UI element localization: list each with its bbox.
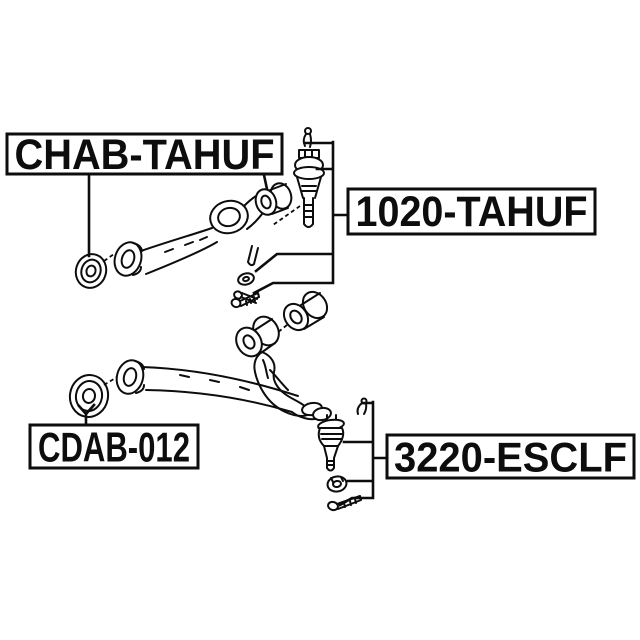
upper-washer-hole [242, 275, 250, 283]
upper-bushing-axis-dash [103, 253, 115, 262]
upper-front-bushing-bore [85, 264, 97, 278]
upper-arm-tube [140, 227, 218, 275]
knuckle-bushing-sides [300, 292, 325, 330]
bracket-3220-esclf [338, 400, 389, 507]
lower-bushing-axis-dash [103, 376, 118, 386]
upper-ball-joint-drawing [272, 127, 325, 228]
lower-castle-nut-notches [330, 476, 344, 483]
upper-washer [237, 272, 255, 286]
upper-socket-stud [247, 245, 259, 267]
upper-front-bushing-outer [74, 253, 108, 289]
upper-front-bushing-mid [80, 258, 102, 284]
lower-arm-knuckle-drawing [68, 290, 332, 422]
label-box-1020-tahuf: 1020-TAHUF [346, 187, 597, 236]
upper-front-eye-bore [120, 249, 136, 269]
lower-ball-joint-bands [320, 433, 343, 440]
upper-rear-bushing-face [254, 188, 278, 216]
lower-bolt-head [327, 500, 339, 512]
lower-castle-nut-bore [332, 479, 342, 489]
lower-arm-tube [141, 366, 299, 413]
upper-arm-socket-inner [217, 206, 241, 228]
upper-ball-joint-bellow [296, 176, 322, 199]
lower-cotter-pin-legs [356, 402, 368, 415]
3220-esclf-box [385, 433, 636, 480]
knuckle-upper-housing-face [235, 326, 263, 358]
knuckle-pinch-bolt-shaft [240, 292, 258, 304]
label-box-chab-tahuf: CHAB-TAHUF [5, 131, 284, 179]
lower-bushing-outer [68, 374, 110, 418]
lower-ball-joint-body [317, 427, 345, 447]
label-box-3220-esclf: 3220-ESCLF [385, 433, 636, 481]
lower-bushing-bore [81, 388, 97, 404]
label-box-cdab-012: CDAB-012 [28, 423, 200, 471]
upper-rear-bushing-bore [260, 194, 272, 210]
chab-tahuf-label: CHAB-TAHUF [15, 131, 275, 179]
upper-front-eye [113, 241, 143, 277]
upper-cotter-pin-legs [302, 133, 312, 148]
1020-tahuf-box [346, 187, 597, 236]
upper-arm-tube-hatch [164, 236, 208, 253]
upper-control-arm-drawing [74, 182, 293, 309]
lower-front-eye-rim [134, 360, 145, 394]
upper-stud-alignment-dash [272, 205, 301, 226]
upper-ball-joint-stud [303, 197, 314, 228]
knuckle-bushing-bore [289, 309, 303, 325]
3220-esclf-label: 3220-ESCLF [394, 434, 627, 481]
lower-ball-joint-stud [323, 445, 339, 472]
knuckle-upper-housing-bore [242, 334, 256, 350]
bracket-1020-tahuf [252, 140, 350, 295]
upper-cotter-pin-icon [304, 127, 312, 135]
knuckle-body-lines [262, 359, 289, 391]
cdab-012-box [28, 423, 200, 470]
lower-front-eye-bore [122, 367, 138, 387]
lower-bushing-mid [74, 380, 104, 412]
leader-cdab [77, 403, 96, 427]
lower-castle-nut [326, 475, 348, 493]
cdab-012-label: CDAB-012 [38, 424, 190, 471]
1020-tahuf-label: 1020-TAHUF [356, 188, 588, 236]
upper-arm-socket-outer [209, 199, 249, 235]
chab-tahuf-box [5, 132, 284, 176]
upper-rear-bushing-sides [269, 183, 289, 215]
upper-front-eye-rim [132, 242, 143, 276]
lower-arm-tube-hatch [179, 374, 250, 391]
leader-chab-right [262, 173, 269, 191]
